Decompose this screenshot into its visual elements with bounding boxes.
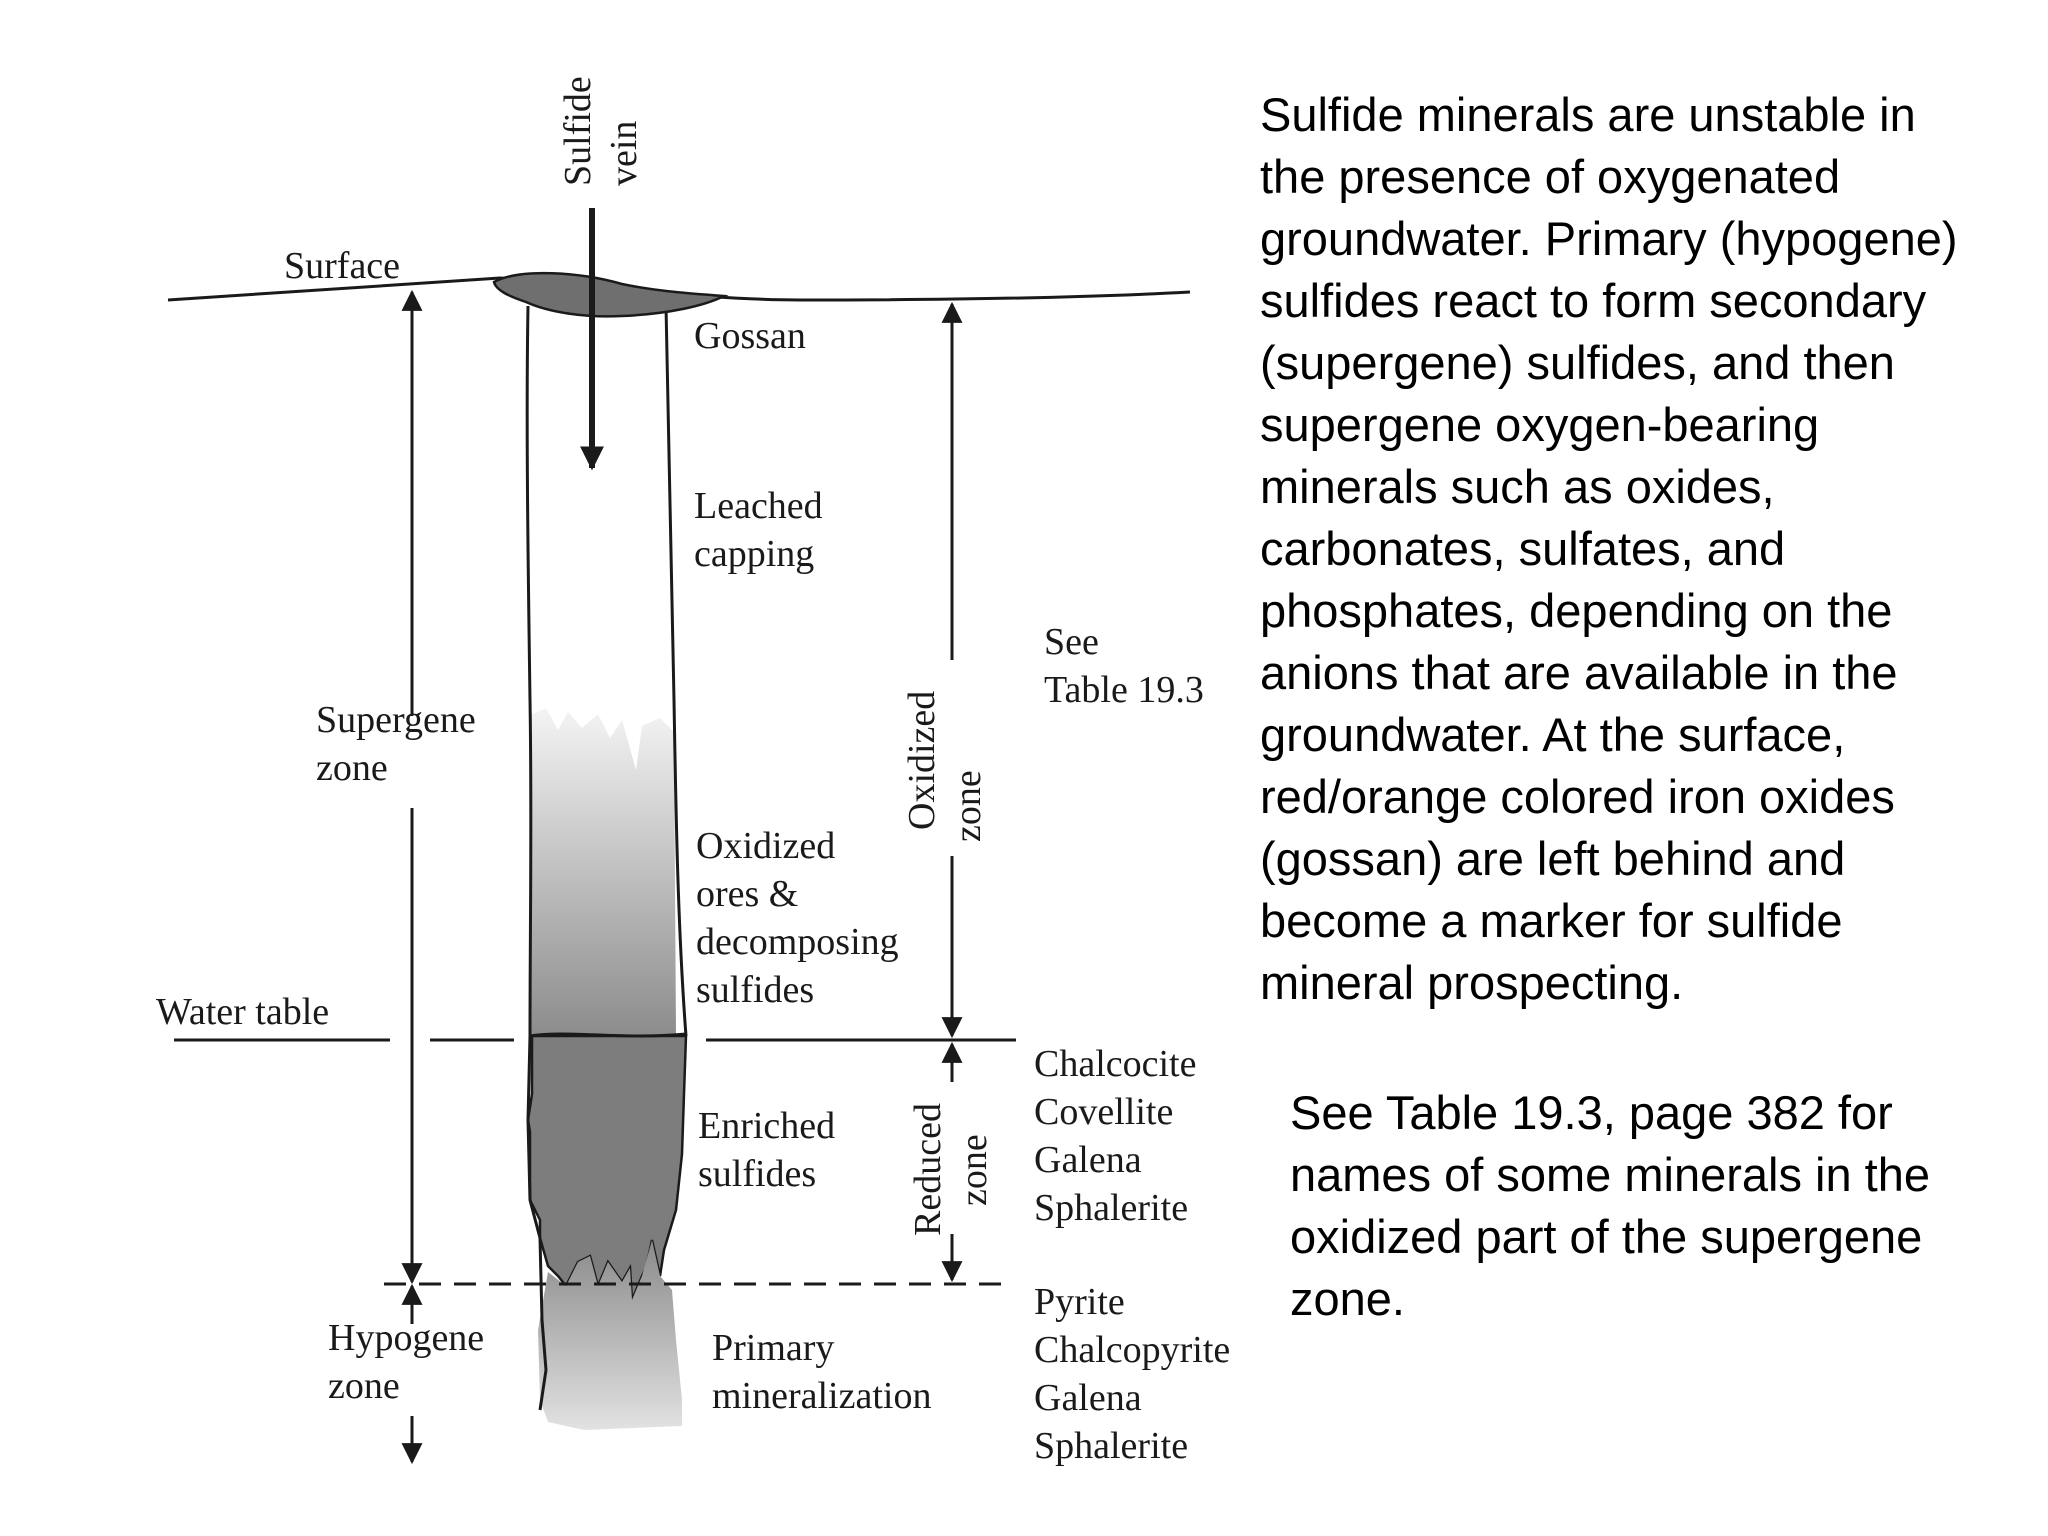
enriched-sulfides-fill: [526, 1034, 688, 1301]
hypogene-zone-label: Hypogene zone: [328, 1317, 494, 1407]
sulfide-vein-label: Sulfide vein: [557, 67, 645, 186]
oxidized-zone-label: Oxidized zone: [901, 681, 989, 842]
reduced-zone-label: Reduced zone: [907, 1094, 995, 1236]
see-table-label: See Table 19.3: [1044, 621, 1204, 711]
oxidized-ores-label: Oxidized ores & decomposing sulfides: [696, 825, 908, 1011]
surface-label: Surface: [284, 245, 400, 287]
primary-mineralization-fill: [538, 1240, 682, 1430]
enriched-top-boundary: [529, 1032, 687, 1038]
oxidized-ore-fill: [530, 708, 676, 1036]
primary-mineralization-label: Primary mineralization: [712, 1327, 931, 1417]
supergene-zone-label: Supergene zone: [316, 699, 485, 789]
primary-minerals: Pyrite Chalcopyrite Galena Sphalerite: [1034, 1281, 1240, 1467]
explanation-paragraph: Sulfide minerals are unstable in the pre…: [1260, 88, 1958, 1009]
reduced-zone-minerals: Chalcocite Covellite Galena Sphalerite: [1034, 1043, 1206, 1229]
vein-right-wall: [664, 305, 688, 1037]
enriched-sulfides-label: Enriched sulfides: [698, 1105, 845, 1195]
leached-capping-label: Leached capping: [694, 485, 832, 575]
vein-left-wall-lower: [526, 1035, 548, 1411]
gossan-label: Gossan: [694, 315, 806, 357]
table-reference-paragraph: See Table 19.3, page 382 for names of so…: [1290, 1086, 1931, 1325]
water-table-label: Water table: [156, 991, 329, 1033]
vein-left-wall: [525, 305, 533, 1037]
